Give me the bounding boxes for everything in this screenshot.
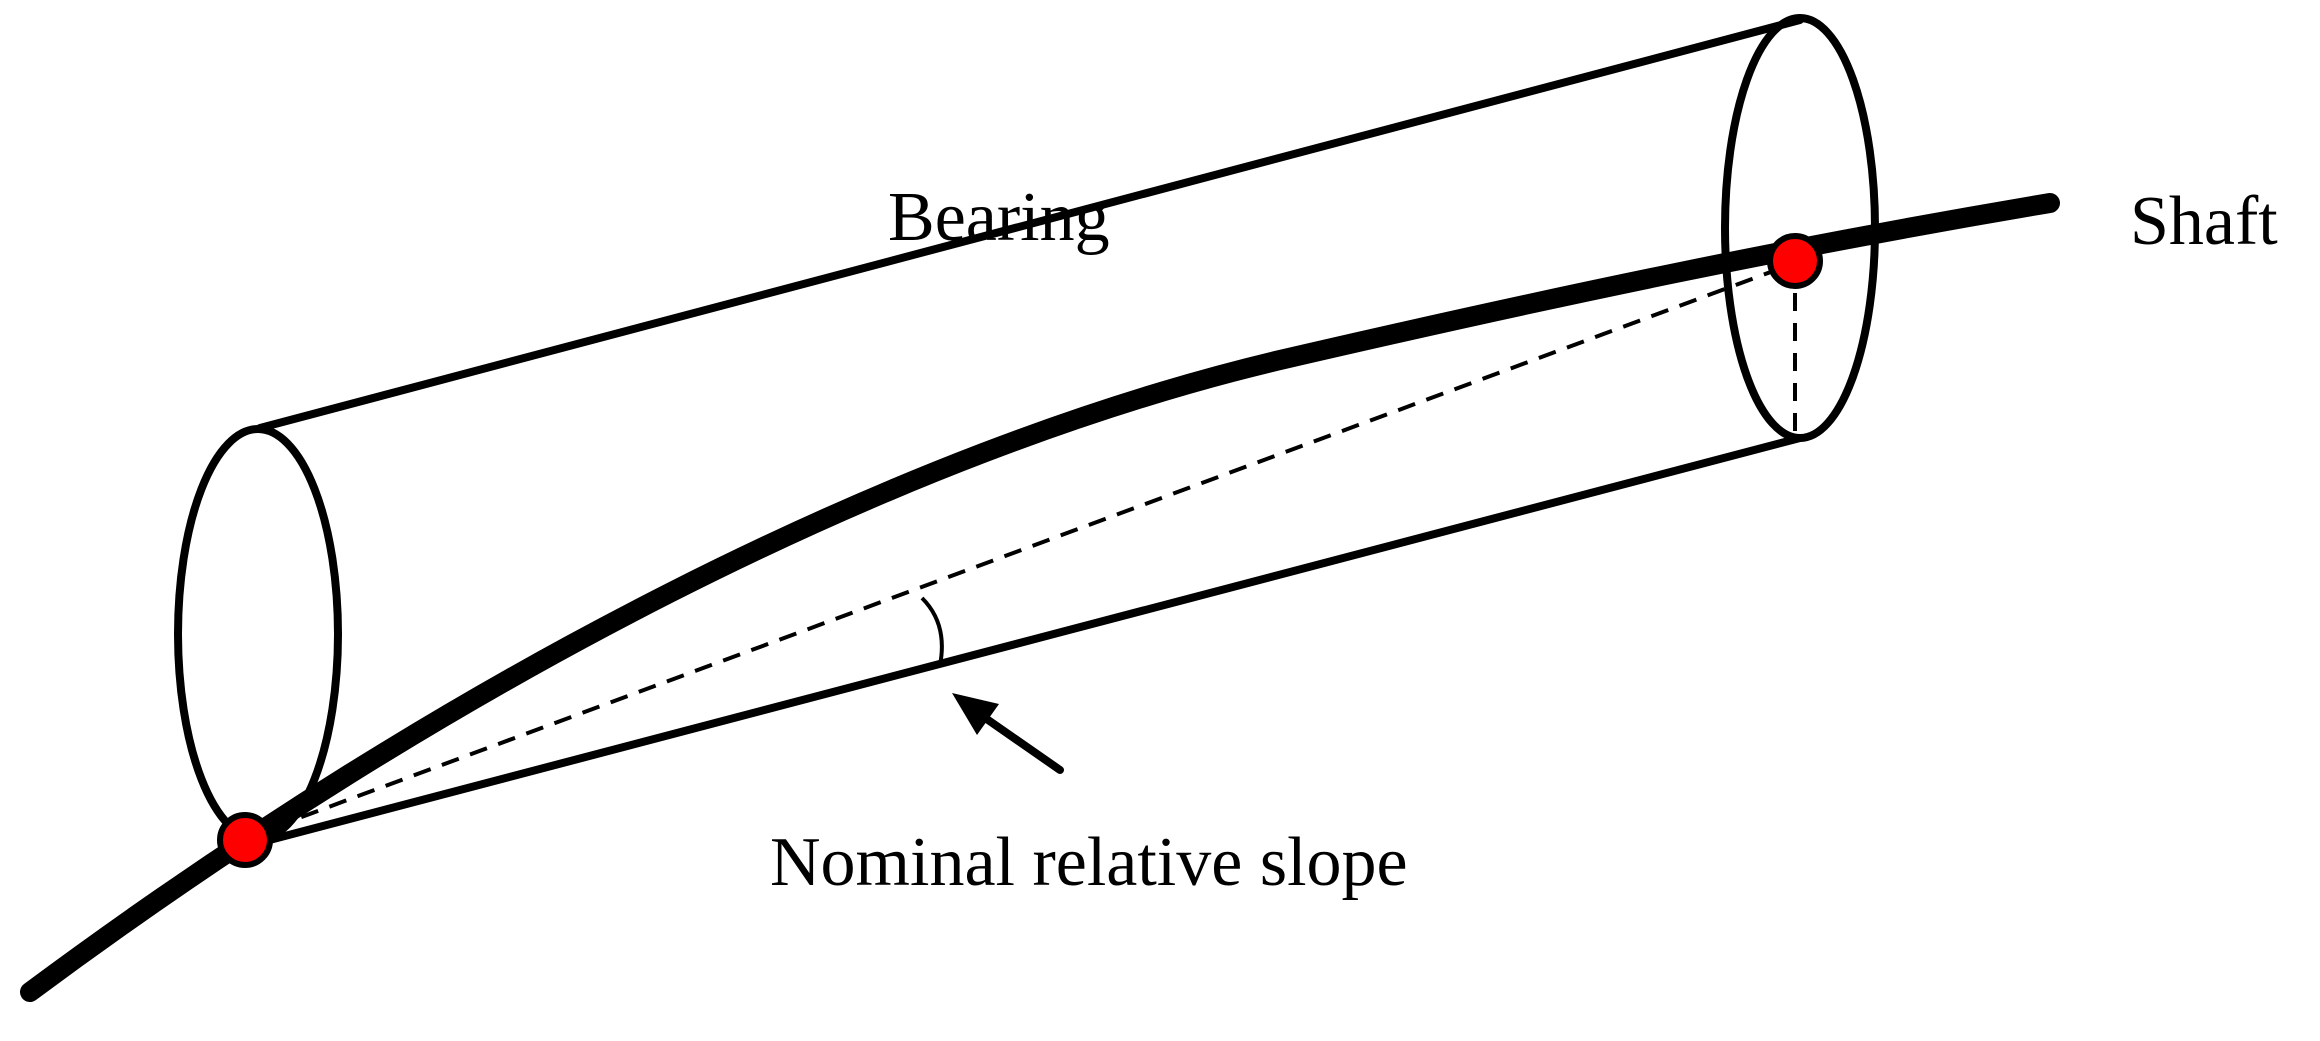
bearing-label: Bearing <box>888 179 1110 256</box>
bearing-bottom-edge <box>258 434 1804 846</box>
slope-label: Nominal relative slope <box>770 824 1408 901</box>
slope-arrowhead <box>952 693 999 735</box>
slope-angle-arc <box>920 596 944 666</box>
bearing-right-end <box>1721 14 1879 442</box>
right-contact-point <box>1767 233 1823 289</box>
shaft-label: Shaft <box>2130 183 2278 260</box>
nominal-chord-dashed <box>244 261 1796 840</box>
left-contact-point <box>217 812 273 868</box>
bearing-left-end <box>174 425 342 843</box>
bearing-top-edge <box>256 16 1804 432</box>
